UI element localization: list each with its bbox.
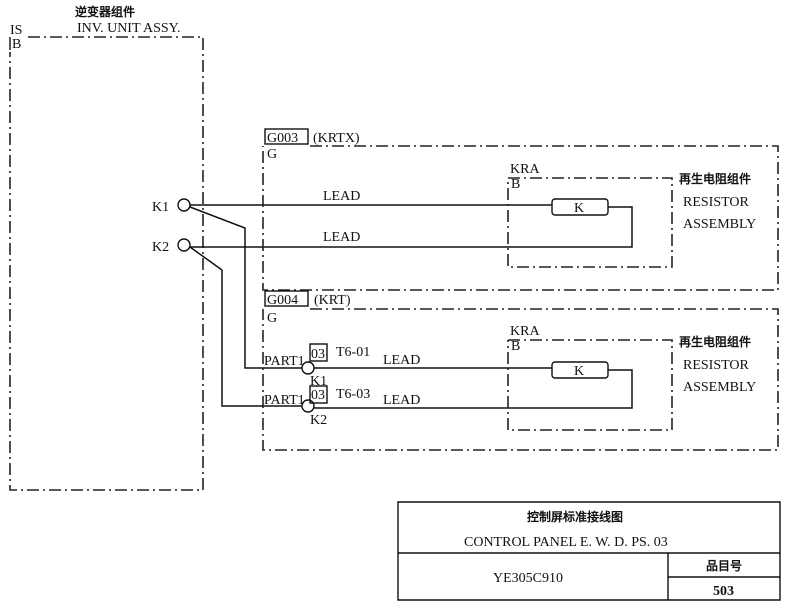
item-number: 503 — [713, 584, 734, 599]
wire-krt — [314, 367, 633, 409]
group-g003: G003 (KRTX) G LEAD LEAD KRA B K 再生电阻组件 R… — [262, 128, 779, 291]
terminal-ref: T6-03 — [336, 387, 370, 402]
group-sub: G — [267, 147, 277, 162]
resistor-icon — [551, 361, 609, 379]
group-name: (KRTX) — [313, 131, 360, 146]
group-boundary — [262, 145, 779, 291]
resistor-name-en: RESISTOR — [683, 358, 750, 373]
group-code: G004 — [267, 293, 298, 308]
wire-k2-part1 — [189, 246, 302, 407]
resistor-name-en: RESISTOR — [683, 195, 750, 210]
title-en: CONTROL PANEL E. W. D. PS. 03 — [464, 535, 668, 550]
lead-label: LEAD — [383, 393, 420, 408]
title-block: 控制屏标准接线图 CONTROL PANEL E. W. D. PS. 03 Y… — [397, 501, 781, 601]
inverter-boundary — [9, 36, 204, 491]
terminal-t6-03 — [301, 399, 315, 413]
terminal-box — [309, 385, 328, 404]
drawing-number: YE305C910 — [493, 571, 563, 586]
resistor-symbol: K — [574, 201, 584, 216]
wires — [189, 204, 633, 409]
terminal-box-label: 03 — [311, 388, 325, 403]
group-sub: G — [267, 311, 277, 326]
resistor-name-en: ASSEMBLY — [683, 380, 756, 395]
wire-krtx — [190, 204, 633, 248]
inverter-title-cn: 逆变器组件 — [75, 4, 135, 19]
lead-label: LEAD — [383, 353, 420, 368]
lead-label: LEAD — [323, 230, 360, 245]
terminal-k: K2 — [310, 413, 327, 428]
group-boundary — [262, 308, 779, 451]
resistor-code: KRA — [510, 162, 540, 177]
group-code-box — [264, 290, 309, 307]
resistor-name-cn: 再生电阻组件 — [679, 334, 751, 349]
item-label: 品目号 — [706, 558, 742, 573]
resistor-name-cn: 再生电阻组件 — [679, 171, 751, 186]
terminal-box — [309, 343, 328, 362]
terminal-k2 — [177, 238, 191, 252]
terminal-k1 — [177, 198, 191, 212]
terminal-k2-label: K2 — [152, 240, 169, 255]
group-g004: G004 (KRT) G PART1 03 T6-01 LEAD K1 PART… — [262, 290, 779, 451]
resistor-assembly-boundary — [507, 339, 673, 431]
resistor-code: KRA — [510, 324, 540, 339]
resistor-name-en: ASSEMBLY — [683, 217, 756, 232]
wire-k1-part1 — [189, 206, 302, 369]
resistor-sub: B — [511, 177, 520, 192]
terminal-part: PART1 — [264, 354, 305, 369]
terminal-part: PART1 — [264, 393, 305, 408]
inverter-sub: B — [12, 37, 21, 52]
group-name: (KRT) — [314, 293, 351, 308]
terminal-k: K1 — [310, 374, 327, 389]
terminal-box-label: 03 — [311, 347, 325, 362]
resistor-assembly-boundary — [507, 177, 673, 268]
group-code-box — [264, 128, 309, 145]
terminal-k1-label: K1 — [152, 200, 169, 215]
resistor-icon — [551, 198, 609, 216]
resistor-symbol: K — [574, 364, 584, 379]
resistor-sub: B — [511, 339, 520, 354]
title-cn: 控制屏标准接线图 — [527, 509, 623, 524]
group-code: G003 — [267, 131, 298, 146]
inverter-title-en: INV. UNIT ASSY. — [77, 21, 180, 36]
inverter-unit-assembly: 逆变器组件 INV. UNIT ASSY. IS B K1 K2 — [9, 4, 204, 491]
terminal-t6-01 — [301, 361, 315, 375]
inverter-code: IS — [10, 23, 22, 38]
lead-label: LEAD — [323, 189, 360, 204]
terminal-ref: T6-01 — [336, 345, 370, 360]
